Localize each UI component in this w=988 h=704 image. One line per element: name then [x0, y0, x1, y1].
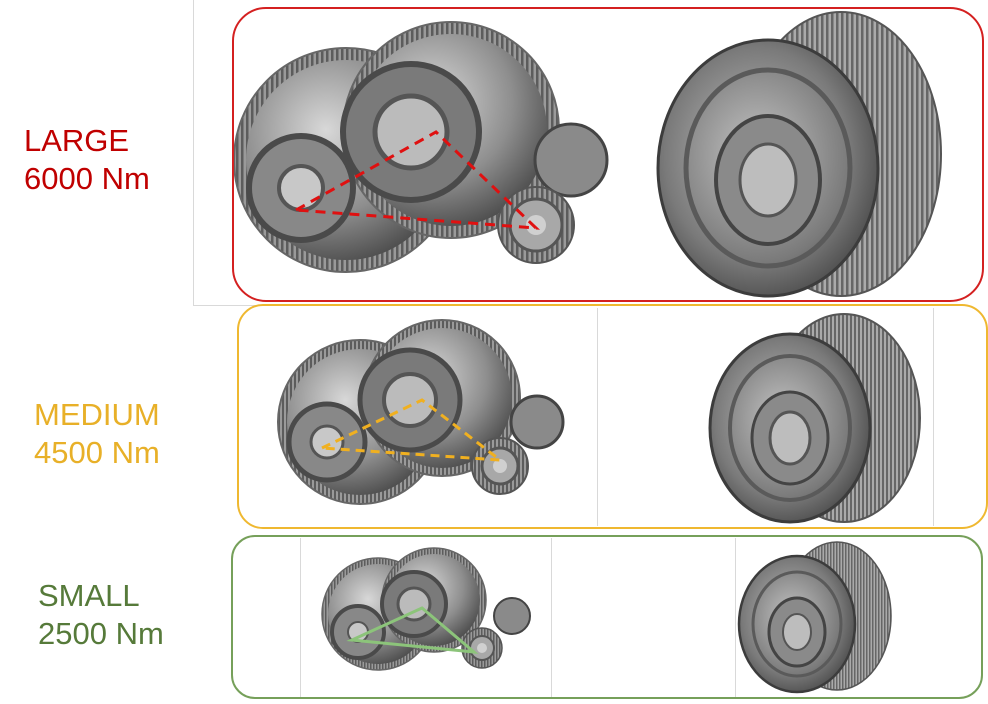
medium-panel-divider-2 [933, 308, 934, 526]
small-torque: 2500 Nm [38, 616, 164, 651]
large-tier-frame [232, 7, 984, 302]
large-planetary-gearbox-image [656, 11, 942, 298]
medium-planetary-gearbox-image [708, 313, 921, 524]
small-panel-divider-1 [300, 538, 301, 698]
small-spur-gearbox-image [321, 547, 531, 671]
small-gear-train-path [346, 606, 479, 654]
large-panel-edge [193, 0, 194, 306]
small-planetary-gearbox-image [737, 541, 892, 694]
medium-name: MEDIUM [34, 397, 160, 432]
large-name: LARGE [24, 123, 130, 158]
large-torque: 6000 Nm [24, 161, 150, 196]
medium-tier-frame [237, 304, 988, 529]
medium-spur-gearbox-image [277, 319, 565, 505]
large-size-label: LARGE 6000 Nm [24, 122, 150, 198]
small-panel-divider-3 [735, 538, 736, 698]
large-gear-train-path [295, 130, 541, 230]
small-size-label: SMALL 2500 Nm [38, 577, 164, 653]
small-tier-frame [231, 535, 983, 699]
medium-panel-divider [597, 308, 598, 526]
medium-size-label: MEDIUM 4500 Nm [34, 396, 160, 472]
small-panel-divider-2 [551, 538, 552, 698]
large-spur-gearbox-image [233, 21, 609, 273]
small-name: SMALL [38, 578, 140, 613]
medium-torque: 4500 Nm [34, 435, 160, 470]
